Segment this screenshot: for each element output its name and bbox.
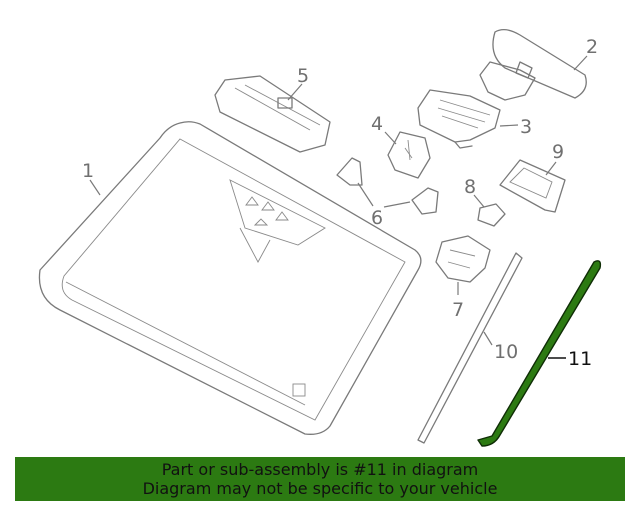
callout-11: 11	[568, 348, 592, 370]
part-small-clip	[477, 203, 506, 227]
leader-3	[499, 124, 519, 127]
part-sensor-bracket	[417, 89, 501, 149]
leader-2	[573, 55, 588, 71]
callout-2: 2	[586, 36, 598, 58]
leader-5	[287, 83, 303, 101]
leader-10	[483, 331, 493, 346]
part-molding-strip	[417, 252, 523, 444]
callout-9: 9	[552, 141, 564, 163]
callout-8: 8	[464, 176, 476, 198]
callout-3: 3	[520, 116, 532, 138]
part-camera-bracket	[499, 159, 566, 213]
callout-7: 7	[452, 299, 464, 321]
part-rearview-mirror	[479, 28, 587, 101]
leader-6b	[383, 201, 411, 208]
banner-line-1: Part or sub-assembly is #11 in diagram	[161, 460, 479, 479]
info-banner: Part or sub-assembly is #11 in diagram D…	[15, 457, 625, 501]
leader-8	[473, 194, 485, 208]
part-clips	[336, 157, 439, 215]
leader-6a	[357, 182, 374, 207]
parts-diagram: 1 2 3 4 5 6 7 8 9 10 11	[38, 28, 602, 447]
part-module	[214, 75, 331, 153]
callout-5: 5	[297, 65, 309, 87]
leader-9	[545, 161, 557, 176]
leader-1	[89, 179, 101, 196]
callout-1: 1	[82, 160, 94, 182]
part-sensor	[435, 235, 491, 283]
part-windshield	[38, 121, 422, 435]
part-pillar-molding-highlighted	[477, 260, 602, 447]
callout-6: 6	[371, 207, 383, 229]
leader-4	[384, 131, 397, 145]
callout-4: 4	[371, 113, 383, 135]
callout-10: 10	[494, 341, 518, 363]
part-mount-bracket	[387, 131, 431, 179]
banner-line-2: Diagram may not be specific to your vehi…	[142, 479, 498, 498]
